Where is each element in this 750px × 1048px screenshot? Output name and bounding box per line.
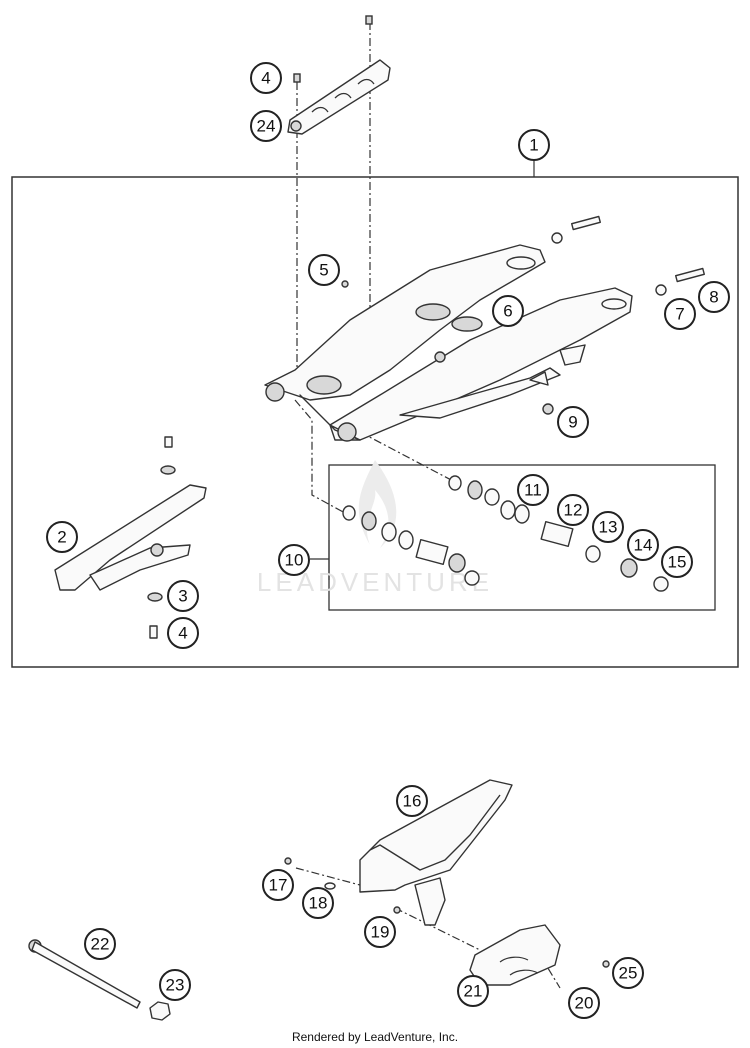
svg-text:10: 10 bbox=[285, 551, 304, 570]
svg-text:17: 17 bbox=[269, 876, 288, 895]
callout-14: 14 bbox=[627, 529, 659, 561]
footer-credit: Rendered by LeadVenture, Inc. bbox=[291, 1030, 459, 1044]
chain-slider-part-2 bbox=[54, 436, 207, 639]
callout-20: 20 bbox=[568, 987, 600, 1019]
callout-1: 1 bbox=[518, 129, 550, 161]
callout-15: 15 bbox=[661, 546, 693, 578]
callout-2: 2 bbox=[46, 521, 78, 553]
callout-6: 6 bbox=[492, 295, 524, 327]
svg-text:11: 11 bbox=[524, 481, 542, 500]
callout-10: 10 bbox=[278, 544, 310, 576]
callout-18: 18 bbox=[302, 887, 334, 919]
svg-text:19: 19 bbox=[371, 923, 390, 942]
callout-7: 7 bbox=[664, 298, 696, 330]
svg-text:13: 13 bbox=[599, 518, 618, 537]
svg-text:15: 15 bbox=[668, 553, 687, 572]
chain-guide-part-16 bbox=[284, 779, 513, 926]
svg-text:3: 3 bbox=[178, 587, 187, 606]
chain-guide-part-21 bbox=[469, 924, 610, 986]
assembly-line-d bbox=[359, 431, 456, 483]
callout-21: 21 bbox=[457, 975, 489, 1007]
callout-13: 13 bbox=[592, 511, 624, 543]
callout-3: 3 bbox=[167, 580, 199, 612]
callout-4-upper: 4 bbox=[250, 62, 282, 94]
callout-9: 9 bbox=[557, 406, 589, 438]
callout-22: 22 bbox=[84, 928, 116, 960]
bearing-set bbox=[342, 475, 669, 592]
callout-24: 24 bbox=[250, 110, 282, 142]
svg-text:21: 21 bbox=[464, 982, 483, 1001]
svg-text:12: 12 bbox=[564, 501, 583, 520]
svg-text:5: 5 bbox=[319, 261, 328, 280]
callout-12: 12 bbox=[557, 494, 589, 526]
callout-23: 23 bbox=[159, 969, 191, 1001]
bearing-kit-frame-10 bbox=[328, 464, 716, 611]
svg-text:8: 8 bbox=[709, 288, 718, 307]
svg-text:9: 9 bbox=[568, 413, 577, 432]
svg-text:2: 2 bbox=[57, 528, 66, 547]
axle-part-22 bbox=[28, 939, 171, 1021]
hardware-upper-right bbox=[341, 215, 705, 415]
svg-text:4: 4 bbox=[178, 624, 187, 643]
callout-11: 11 bbox=[517, 474, 549, 506]
callout-8: 8 bbox=[698, 281, 730, 313]
callout-17: 17 bbox=[262, 869, 294, 901]
svg-text:6: 6 bbox=[503, 302, 512, 321]
assembly-line-e bbox=[295, 867, 361, 886]
svg-text:1: 1 bbox=[529, 136, 538, 155]
svg-text:16: 16 bbox=[403, 792, 422, 811]
svg-text:7: 7 bbox=[675, 305, 684, 324]
assembly-frame-1 bbox=[11, 176, 739, 668]
assembly-line-c bbox=[294, 399, 346, 514]
callout-5: 5 bbox=[308, 254, 340, 286]
svg-text:25: 25 bbox=[619, 964, 638, 983]
callout-4-lower: 4 bbox=[167, 617, 199, 649]
svg-text:24: 24 bbox=[257, 117, 276, 136]
swingarm-part-1 bbox=[264, 244, 633, 442]
callout-19: 19 bbox=[364, 916, 396, 948]
svg-text:14: 14 bbox=[634, 536, 653, 555]
bracket-part-24 bbox=[287, 15, 391, 135]
svg-text:22: 22 bbox=[91, 935, 110, 954]
callout-16: 16 bbox=[396, 785, 428, 817]
svg-text:4: 4 bbox=[261, 69, 270, 88]
callout-25: 25 bbox=[612, 957, 644, 989]
svg-text:23: 23 bbox=[166, 976, 185, 995]
svg-text:20: 20 bbox=[575, 994, 594, 1013]
svg-text:18: 18 bbox=[309, 894, 328, 913]
